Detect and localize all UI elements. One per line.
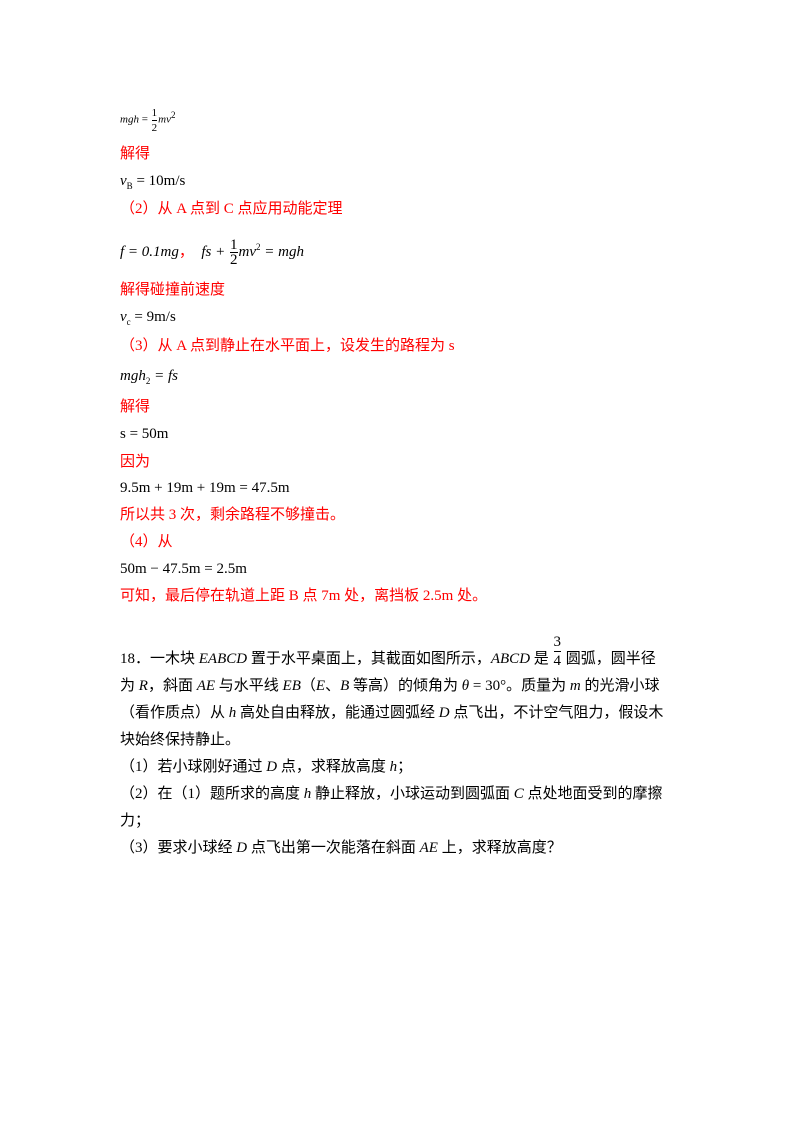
- part3-title: （3）从 A 点到静止在水平面上，设发生的路程为 s: [120, 338, 455, 354]
- p18-text: 点飞出，不计空气阻力，假设木: [449, 705, 664, 721]
- p18-text: （看作质点）从: [120, 705, 229, 721]
- q2-var: C: [513, 786, 524, 802]
- p18-text: 圆弧，圆半径: [562, 651, 656, 667]
- p18-var: EB: [282, 678, 301, 694]
- p18-var: θ: [461, 678, 470, 694]
- vC-symbol: v: [120, 309, 127, 325]
- p18-var: E: [315, 678, 326, 694]
- p18-text: 18．一木块: [120, 651, 199, 667]
- p18-text: 是: [530, 651, 553, 667]
- p18-var: h: [228, 705, 237, 721]
- eq2-lhs: fs +: [201, 244, 226, 260]
- three-times-text: 所以共 3 次，剩余路程不够撞击。: [120, 507, 346, 523]
- p18-text: ，斜面: [147, 678, 197, 694]
- eq2-separator: ，: [178, 244, 194, 260]
- q3-var: AE: [419, 840, 438, 856]
- p18-var: AE: [196, 678, 216, 694]
- q2-var: h: [303, 786, 312, 802]
- q2-text: 静止释放，小球运动到圆弧面: [311, 786, 514, 802]
- q1-var: D: [266, 759, 278, 775]
- part2-title: （2）从 A 点到 C 点应用动能定理: [120, 201, 343, 217]
- question-1: （1）若小球刚好通过 D 点，求释放高度 h；: [120, 754, 680, 781]
- p18-text: 的光滑小球: [580, 678, 660, 694]
- solve-label-1: 解得: [120, 146, 151, 162]
- eq1-frac-den: 2: [151, 119, 158, 134]
- conclusion-text: 可知，最后停在轨道上距 B 点 7m 处，离挡板 2.5m 处。: [120, 588, 488, 604]
- sum-equation: 9.5m + 19m + 19m = 47.5m: [120, 480, 290, 496]
- because-label: 因为: [120, 454, 151, 470]
- eq3-lhs: mgh: [120, 368, 146, 384]
- q2-text: （2）在（1）题所求的高度: [120, 786, 304, 802]
- vC-value: = 9m/s: [134, 309, 176, 325]
- p18-text: 、: [325, 678, 341, 694]
- q1-text: ；: [397, 759, 413, 775]
- q3-text: 上，求释放高度？: [437, 840, 562, 856]
- question-2-cont: 力；: [120, 813, 151, 829]
- vB-value: = 10m/s: [136, 173, 186, 189]
- vC-subscript: c: [126, 317, 131, 327]
- collision-speed-label: 解得碰撞前速度: [120, 282, 226, 298]
- p18-var: EABCD: [198, 651, 248, 667]
- eq3: mgh2 = fs: [120, 365, 178, 392]
- eq1-rhs: mv: [158, 113, 171, 126]
- s-value: s = 50m: [120, 426, 169, 442]
- q2-text: 点处地面受到的摩擦: [523, 786, 663, 802]
- part4-title: （4）从: [120, 534, 173, 550]
- q3-text: （3）要求小球经: [120, 840, 237, 856]
- eq1-lhs: mgh: [120, 113, 139, 126]
- problem-18-line-2: 为 R，斜面 AE 与水平线 EB（E、B 等高）的倾角为 θ = 30°。质量…: [120, 673, 680, 700]
- vB-result: vB = 10m/s: [120, 170, 185, 197]
- q1-text: 点，求释放高度: [277, 759, 390, 775]
- p18-var: B: [340, 678, 350, 694]
- eq1-frac-num: 1: [151, 106, 158, 119]
- problem-18-line-3: （看作质点）从 h 高处自由释放，能通过圆弧经 D 点飞出，不计空气阻力，假设木: [120, 700, 680, 727]
- question-3: （3）要求小球经 D 点飞出第一次能落在斜面 AE 上，求释放高度？: [120, 835, 680, 862]
- eq2-rhs: mv: [238, 244, 257, 260]
- vB-subscript: B: [126, 181, 133, 191]
- eq3-subscript: 2: [145, 376, 151, 386]
- q1-var: h: [389, 759, 398, 775]
- p18-var: m: [569, 678, 581, 694]
- difference-equation: 50m − 47.5m = 2.5m: [120, 561, 247, 577]
- p18-var: R: [138, 678, 148, 694]
- p18-var: ABCD: [490, 651, 531, 667]
- p18-text: 与水平线: [215, 678, 283, 694]
- vC-result: vc = 9m/s: [120, 306, 176, 333]
- friction-def: f = 0.1mg: [120, 244, 179, 260]
- p18-text: 等高）的倾角为: [349, 678, 462, 694]
- q1-text: （1）若小球刚好通过: [120, 759, 267, 775]
- p18-text: 高处自由释放，能通过圆弧经: [236, 705, 439, 721]
- p18-text: 置于水平桌面上，其截面如图所示，: [247, 651, 491, 667]
- question-2: （2）在（1）题所求的高度 h 静止释放，小球运动到圆弧面 C 点处地面受到的摩…: [120, 781, 680, 808]
- q3-var: D: [236, 840, 248, 856]
- eq2-frac-num: 1: [230, 237, 238, 254]
- vB-symbol: v: [120, 173, 127, 189]
- eq3-rhs: = fs: [154, 368, 178, 384]
- eq2-frac-den: 2: [230, 252, 238, 269]
- frac-den: 4: [553, 651, 562, 669]
- p18-text: = 30°。质量为: [469, 678, 570, 694]
- p18-var: D: [438, 705, 450, 721]
- p18-text: （: [300, 678, 316, 694]
- problem-18-line-4: 块始终保持静止。: [120, 732, 241, 748]
- q3-text: 点飞出第一次能落在斜面: [247, 840, 420, 856]
- solve-label-2: 解得: [120, 399, 151, 415]
- eq2-tail: = mgh: [264, 244, 304, 260]
- frac-num: 3: [553, 634, 562, 650]
- p18-text: 为: [120, 678, 139, 694]
